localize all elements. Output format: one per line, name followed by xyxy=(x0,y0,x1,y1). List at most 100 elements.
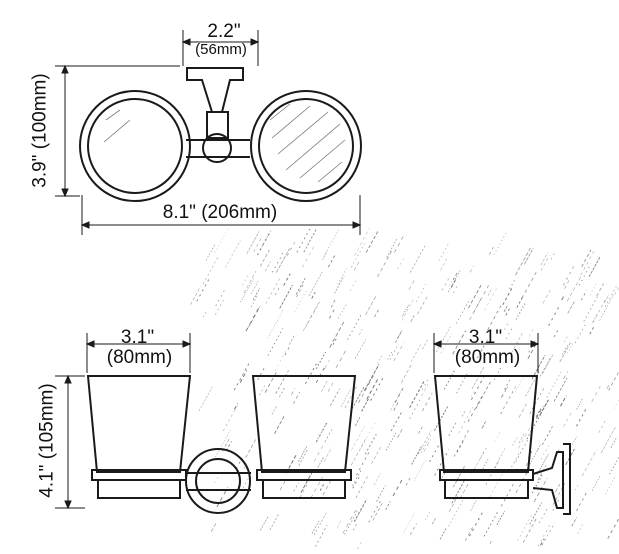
hatch-stroke xyxy=(505,305,512,316)
hatch-stroke xyxy=(368,500,382,523)
hatch-stroke xyxy=(429,440,442,463)
right-cup-band xyxy=(256,469,352,481)
hatch-stroke xyxy=(322,250,328,260)
hatch-stroke xyxy=(409,380,425,408)
hatch-stroke xyxy=(304,301,320,328)
hatch-stroke xyxy=(276,248,291,273)
hatch-stroke xyxy=(235,457,243,470)
hatch-stroke xyxy=(243,270,257,294)
hatch-stroke xyxy=(393,401,399,411)
hatch-stroke xyxy=(475,380,492,409)
hatch-stroke xyxy=(361,421,376,448)
left-cup-body xyxy=(86,375,192,473)
hatch-stroke xyxy=(576,492,587,512)
hatch-stroke xyxy=(461,409,467,417)
hatch-stroke xyxy=(324,428,333,443)
hatch-stroke xyxy=(314,524,328,547)
hatch-stroke xyxy=(416,284,427,302)
hatch-stroke xyxy=(410,523,417,535)
side-wall-bracket xyxy=(532,451,564,509)
hatch-stroke xyxy=(494,429,502,442)
hatch-stroke xyxy=(509,277,517,290)
hatch-stroke xyxy=(471,373,486,400)
hatch-stroke xyxy=(405,476,412,486)
hatch-stroke xyxy=(374,309,379,318)
hatch-stroke xyxy=(591,475,601,491)
hatch-stroke xyxy=(355,475,369,498)
hatch-stroke xyxy=(431,517,437,525)
hatch-stroke xyxy=(417,430,432,455)
hatch-stroke xyxy=(605,474,617,495)
hatch-stroke xyxy=(596,283,604,297)
hatch-stroke xyxy=(354,339,367,359)
hatch-stroke xyxy=(294,290,307,312)
hatch-stroke xyxy=(365,294,377,316)
right-cup-base xyxy=(262,479,346,499)
hatch-stroke xyxy=(560,395,567,407)
hatch-stroke xyxy=(363,363,380,392)
hatch-stroke xyxy=(377,354,383,364)
hatch-stroke xyxy=(392,477,404,497)
center-connector-ring xyxy=(202,133,232,163)
hatch-stroke xyxy=(352,524,357,531)
hatch-stroke xyxy=(330,298,337,308)
hatch-stroke xyxy=(421,392,433,412)
hatch-stroke xyxy=(493,367,502,380)
hatch-stroke xyxy=(452,330,467,355)
hatch-stroke xyxy=(342,506,359,534)
hatch-stroke xyxy=(552,483,566,505)
left-cup-ring-inner xyxy=(87,98,183,194)
hatch-stroke xyxy=(469,265,474,273)
right-cup-ring-outer xyxy=(250,90,362,202)
right-cup-ring-inner xyxy=(258,98,354,194)
hatch-stroke xyxy=(366,377,379,400)
hatch-stroke xyxy=(323,229,340,257)
hatch-stroke xyxy=(456,438,466,453)
hatch-stroke xyxy=(387,351,393,360)
hatch-stroke xyxy=(514,375,525,393)
hatch-stroke xyxy=(484,288,497,311)
hatch-stroke xyxy=(350,437,367,466)
hatch-stroke xyxy=(275,370,289,394)
wall-flange-inner xyxy=(195,458,241,504)
hatch-stroke xyxy=(410,245,426,273)
hatch-stroke xyxy=(279,387,285,398)
hatch-stroke xyxy=(322,478,332,496)
hatch-stroke xyxy=(559,341,572,363)
hatch-stroke xyxy=(302,243,316,268)
hatch-stroke xyxy=(351,241,366,268)
hatch-stroke xyxy=(248,306,261,328)
hatch-stroke xyxy=(518,426,531,449)
hatch-stroke xyxy=(580,290,588,301)
hatch-stroke xyxy=(511,452,520,468)
hatch-stroke xyxy=(411,446,422,465)
hatch-stroke xyxy=(265,278,281,304)
hatch-stroke xyxy=(424,511,431,521)
hatch-stroke xyxy=(453,430,469,457)
hatch-stroke xyxy=(358,328,363,336)
hatch-stroke xyxy=(440,333,453,354)
hatch-stroke xyxy=(525,455,533,466)
hatch-stroke xyxy=(296,227,312,253)
hatch-stroke xyxy=(356,451,370,476)
front-cup-width-in-label: 3.1" xyxy=(120,327,155,348)
side-view-dimensions xyxy=(432,333,540,373)
hatch-stroke xyxy=(372,502,384,521)
hatch-stroke xyxy=(421,384,429,397)
hatch-stroke xyxy=(315,364,327,383)
hatch-stroke xyxy=(467,395,483,422)
side-view xyxy=(433,375,571,515)
hatch-stroke xyxy=(470,389,476,398)
side-cup-base xyxy=(444,479,529,499)
hatch-stroke xyxy=(522,516,538,543)
hatch-stroke xyxy=(438,242,450,262)
hatch-stroke xyxy=(347,312,363,340)
hatch-stroke xyxy=(504,377,512,390)
hatch-stroke xyxy=(496,510,505,525)
hatch-stroke xyxy=(410,315,415,322)
hatch-stroke xyxy=(540,442,551,460)
hatch-stroke xyxy=(328,309,335,319)
hatch-stroke xyxy=(540,538,545,546)
hatch-stroke xyxy=(607,517,619,539)
hatch-stroke xyxy=(324,360,330,369)
